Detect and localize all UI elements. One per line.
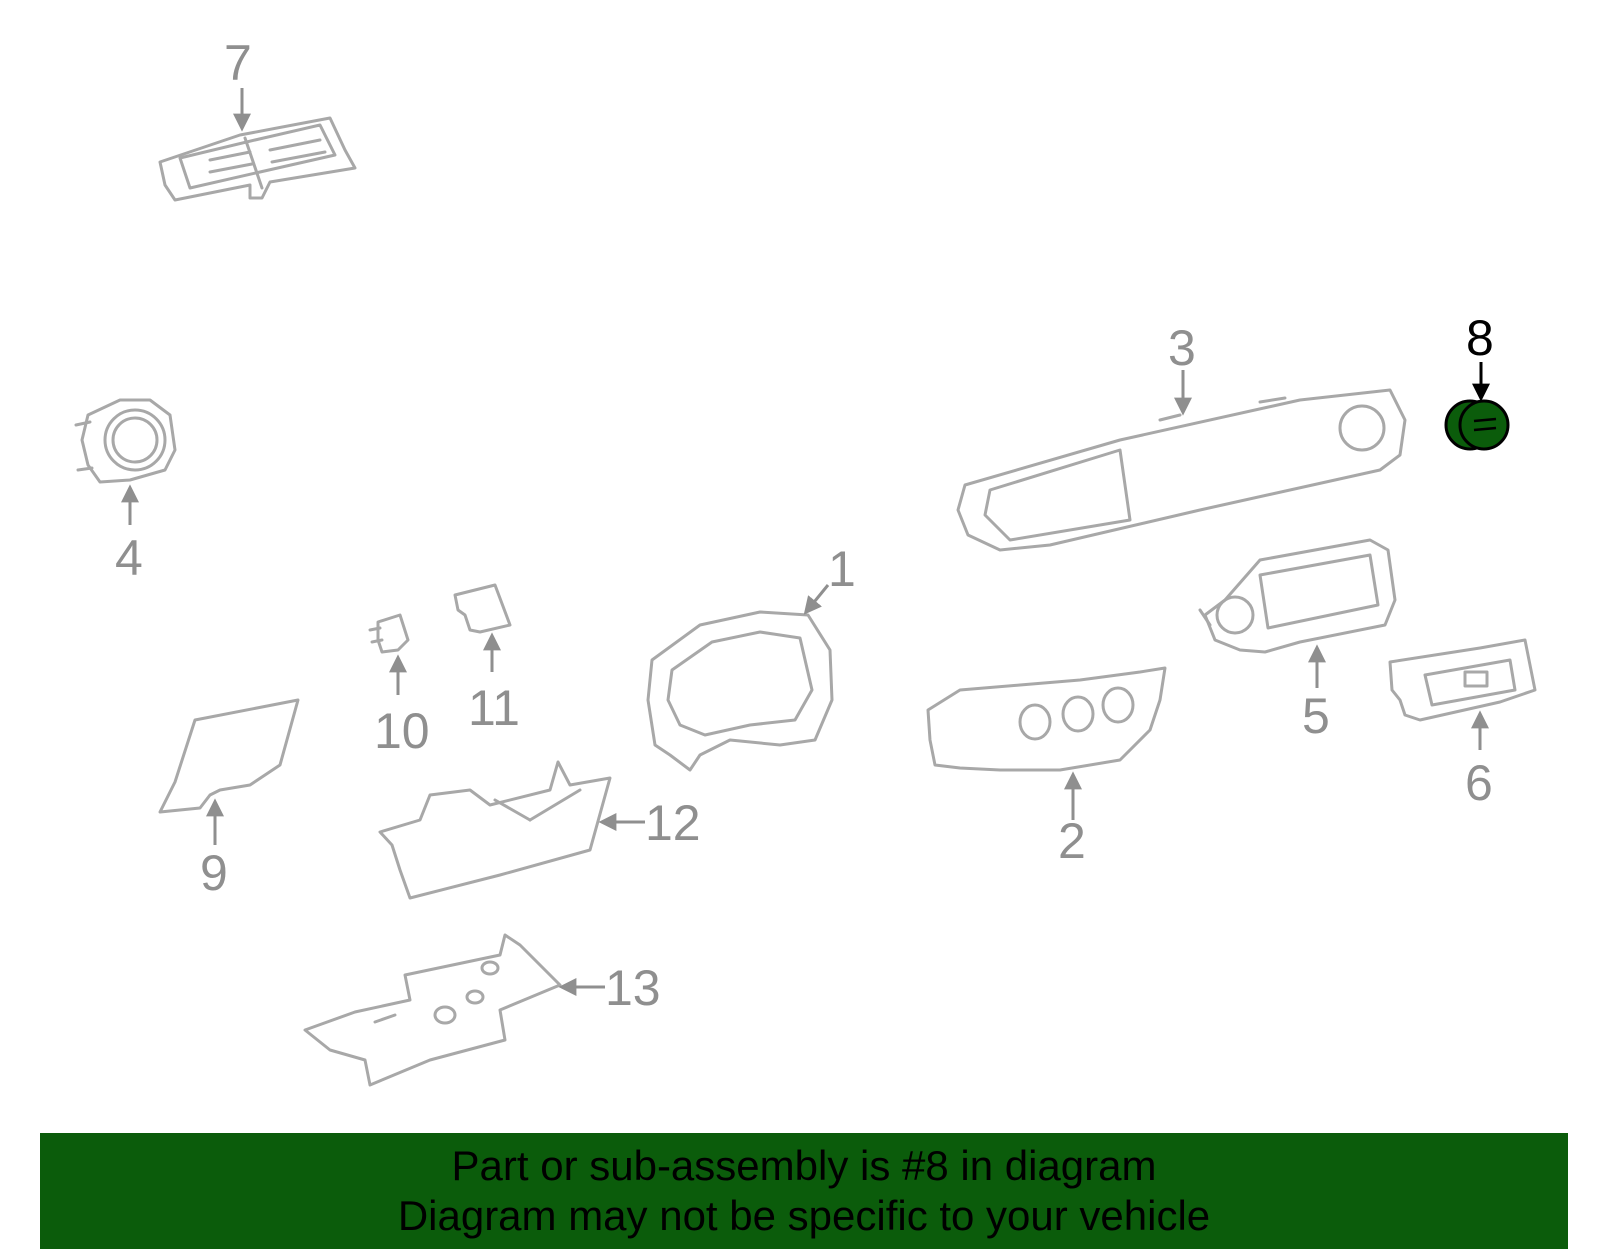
callout-9: 9 bbox=[200, 845, 228, 901]
part-9-lower-panel[interactable] bbox=[158, 698, 300, 814]
callout-5: 5 bbox=[1302, 688, 1330, 744]
callout-4: 4 bbox=[115, 530, 143, 586]
callout-3: 3 bbox=[1168, 320, 1196, 376]
part-1-cluster-hood[interactable] bbox=[646, 610, 834, 772]
part-4-left-vent-bezel[interactable] bbox=[74, 398, 177, 484]
part-10-small-switch[interactable] bbox=[368, 613, 410, 654]
banner-disclaimer: Diagram may not be specific to your vehi… bbox=[397, 1192, 1211, 1239]
callout-7: 7 bbox=[224, 35, 252, 91]
part-12-console-trim[interactable] bbox=[378, 760, 612, 900]
callout-13: 13 bbox=[605, 960, 661, 1016]
callout-8: 8 bbox=[1466, 310, 1494, 366]
part-2-climate-panel[interactable] bbox=[926, 666, 1167, 772]
part-8-highlighted-knob[interactable] bbox=[1444, 399, 1510, 451]
part-5-center-bezel[interactable] bbox=[1198, 538, 1397, 654]
part-7-center-vent[interactable] bbox=[158, 116, 357, 202]
info-banner: Part or sub-assembly is #8 in diagram Di… bbox=[40, 1133, 1568, 1249]
callout-6: 6 bbox=[1465, 755, 1493, 811]
callout-11: 11 bbox=[468, 680, 520, 736]
callout-12: 12 bbox=[645, 795, 701, 851]
part-3-dash-trim[interactable] bbox=[956, 388, 1407, 552]
callout-10: 10 bbox=[374, 703, 430, 759]
banner-part-note: Part or sub-assembly is #8 in diagram bbox=[451, 1142, 1157, 1189]
callout-1: 1 bbox=[828, 541, 856, 597]
part-6-switch-panel[interactable] bbox=[1388, 638, 1537, 722]
part-13-console-base[interactable] bbox=[303, 933, 562, 1087]
callout-2: 2 bbox=[1058, 813, 1086, 869]
part-11-bracket[interactable] bbox=[453, 583, 512, 634]
